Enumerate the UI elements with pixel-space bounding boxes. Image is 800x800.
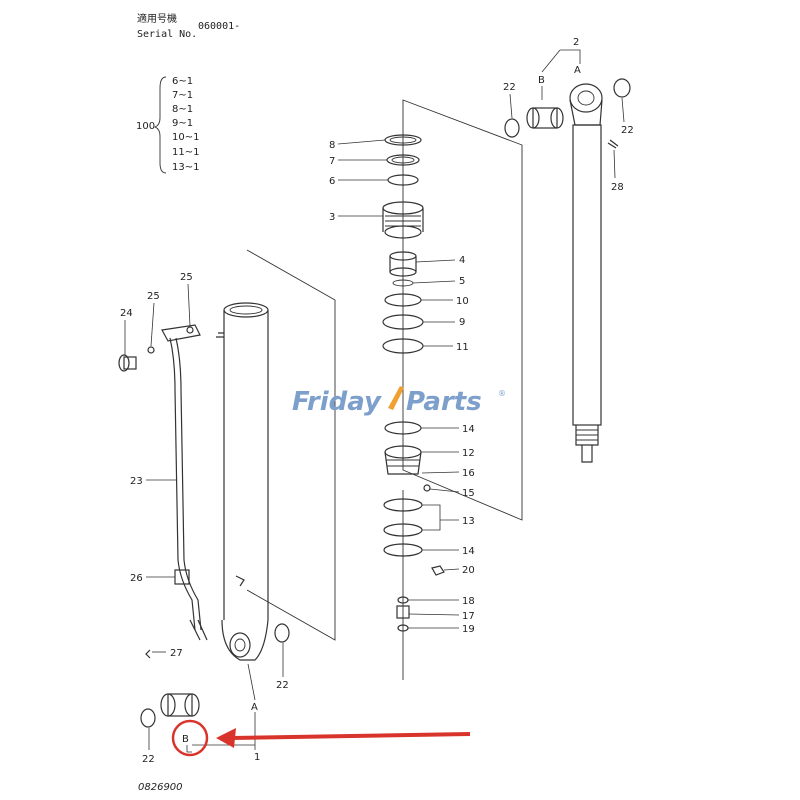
ring-22-top-left xyxy=(504,118,520,138)
callout-a-top: A xyxy=(574,65,581,76)
callout-14b: 14 xyxy=(462,546,475,557)
group-item: 9~1 xyxy=(172,118,193,129)
leader-8 xyxy=(337,139,386,145)
callout-5: 5 xyxy=(459,276,465,287)
callout-18: 18 xyxy=(462,596,475,607)
callout-4: 4 xyxy=(459,255,465,266)
callout-22-top-right: 22 xyxy=(621,125,634,136)
callout-19: 19 xyxy=(462,624,475,635)
assembly-frame-center xyxy=(402,99,523,521)
callout-b-top: B xyxy=(538,75,545,86)
callout-11: 11 xyxy=(456,342,469,353)
leader-28 xyxy=(613,149,616,179)
ring-25 xyxy=(147,346,155,354)
group-brace xyxy=(153,76,167,174)
piston-rod xyxy=(569,83,603,463)
callout-17: 17 xyxy=(462,611,475,622)
group-item: 7~1 xyxy=(172,90,193,101)
watermark-accent-mark xyxy=(388,386,404,410)
group-item: 11~1 xyxy=(172,147,199,158)
center-parts xyxy=(382,134,445,632)
callout-26: 26 xyxy=(130,573,143,584)
callout-12: 12 xyxy=(462,448,475,459)
group-item: 6~1 xyxy=(172,76,193,87)
serial-value: 060001- xyxy=(198,21,240,32)
serial-label: Serial No. xyxy=(137,29,197,40)
ring-22-bottom xyxy=(274,623,290,643)
leader-b-bottom xyxy=(186,745,192,753)
callout-23: 23 xyxy=(130,476,143,487)
leader-25-top xyxy=(187,283,191,327)
leader-a-bottom xyxy=(247,663,256,750)
leader-22-tr xyxy=(621,97,625,123)
callout-9: 9 xyxy=(459,317,465,328)
leader-15 xyxy=(429,488,460,493)
group-item: 8~1 xyxy=(172,104,193,115)
leader-2 xyxy=(541,49,581,73)
cylinder-tube xyxy=(216,302,269,661)
callout-a-bottom: A xyxy=(251,702,258,713)
callout-7: 7 xyxy=(329,156,335,167)
drawing-number: 0826900 xyxy=(138,782,183,793)
leader-13 xyxy=(422,504,459,531)
callout-1: 1 xyxy=(254,752,260,763)
callout-b-bottom: B xyxy=(182,734,189,745)
callout-28: 28 xyxy=(611,182,624,193)
callout-8: 8 xyxy=(329,140,335,151)
callout-6: 6 xyxy=(329,176,335,187)
group-item: 10~1 xyxy=(172,132,199,143)
callout-27: 27 xyxy=(170,648,183,659)
ring-22-bottom-left xyxy=(140,708,156,728)
callout-3: 3 xyxy=(329,212,335,223)
grease-fitting-28 xyxy=(607,139,619,149)
bushing-b-top xyxy=(526,107,564,129)
callout-25-top: 25 xyxy=(180,272,193,283)
highlight-arrow-head xyxy=(216,728,236,748)
clamp-bolt xyxy=(235,575,245,587)
callout-2: 2 xyxy=(573,37,579,48)
leader-17 xyxy=(408,613,460,616)
callout-20: 20 xyxy=(462,565,475,576)
leader-16 xyxy=(421,471,460,474)
leader-22-tl xyxy=(509,93,513,119)
watermark-brand-a: Friday xyxy=(292,387,382,417)
callout-16: 16 xyxy=(462,468,475,479)
leader-25-left xyxy=(150,302,155,347)
callout-22-top-left: 22 xyxy=(503,82,516,93)
plug-24 xyxy=(118,354,137,372)
leader-5 xyxy=(412,280,456,284)
callout-10: 10 xyxy=(456,296,469,307)
callout-24: 24 xyxy=(120,308,133,319)
callout-13: 13 xyxy=(462,516,475,527)
callout-15: 15 xyxy=(462,488,475,499)
watermark: Friday Parts ® xyxy=(292,386,506,417)
callout-22-bottom-left: 22 xyxy=(142,754,155,765)
oil-pipe xyxy=(161,324,208,641)
bolt-27 xyxy=(145,649,151,659)
watermark-brand-b: Parts xyxy=(406,387,482,417)
assembly-frame-left xyxy=(246,249,336,641)
group-item: 13~1 xyxy=(172,162,199,173)
highlight-circle xyxy=(171,719,209,757)
callout-14a: 14 xyxy=(462,424,475,435)
group-number: 100 xyxy=(136,121,155,132)
leader-20 xyxy=(443,568,460,571)
ring-25b xyxy=(186,326,194,334)
bushing-b-bottom xyxy=(160,693,200,717)
leader-4 xyxy=(415,259,456,263)
applicable-label: 適用号機 xyxy=(137,12,177,25)
callout-22-bottom-mid: 22 xyxy=(276,680,289,691)
watermark-reg: ® xyxy=(498,389,506,398)
highlight-arrow-shaft xyxy=(231,732,471,740)
callout-25-left: 25 xyxy=(147,291,160,302)
ring-22-rod xyxy=(613,78,631,98)
